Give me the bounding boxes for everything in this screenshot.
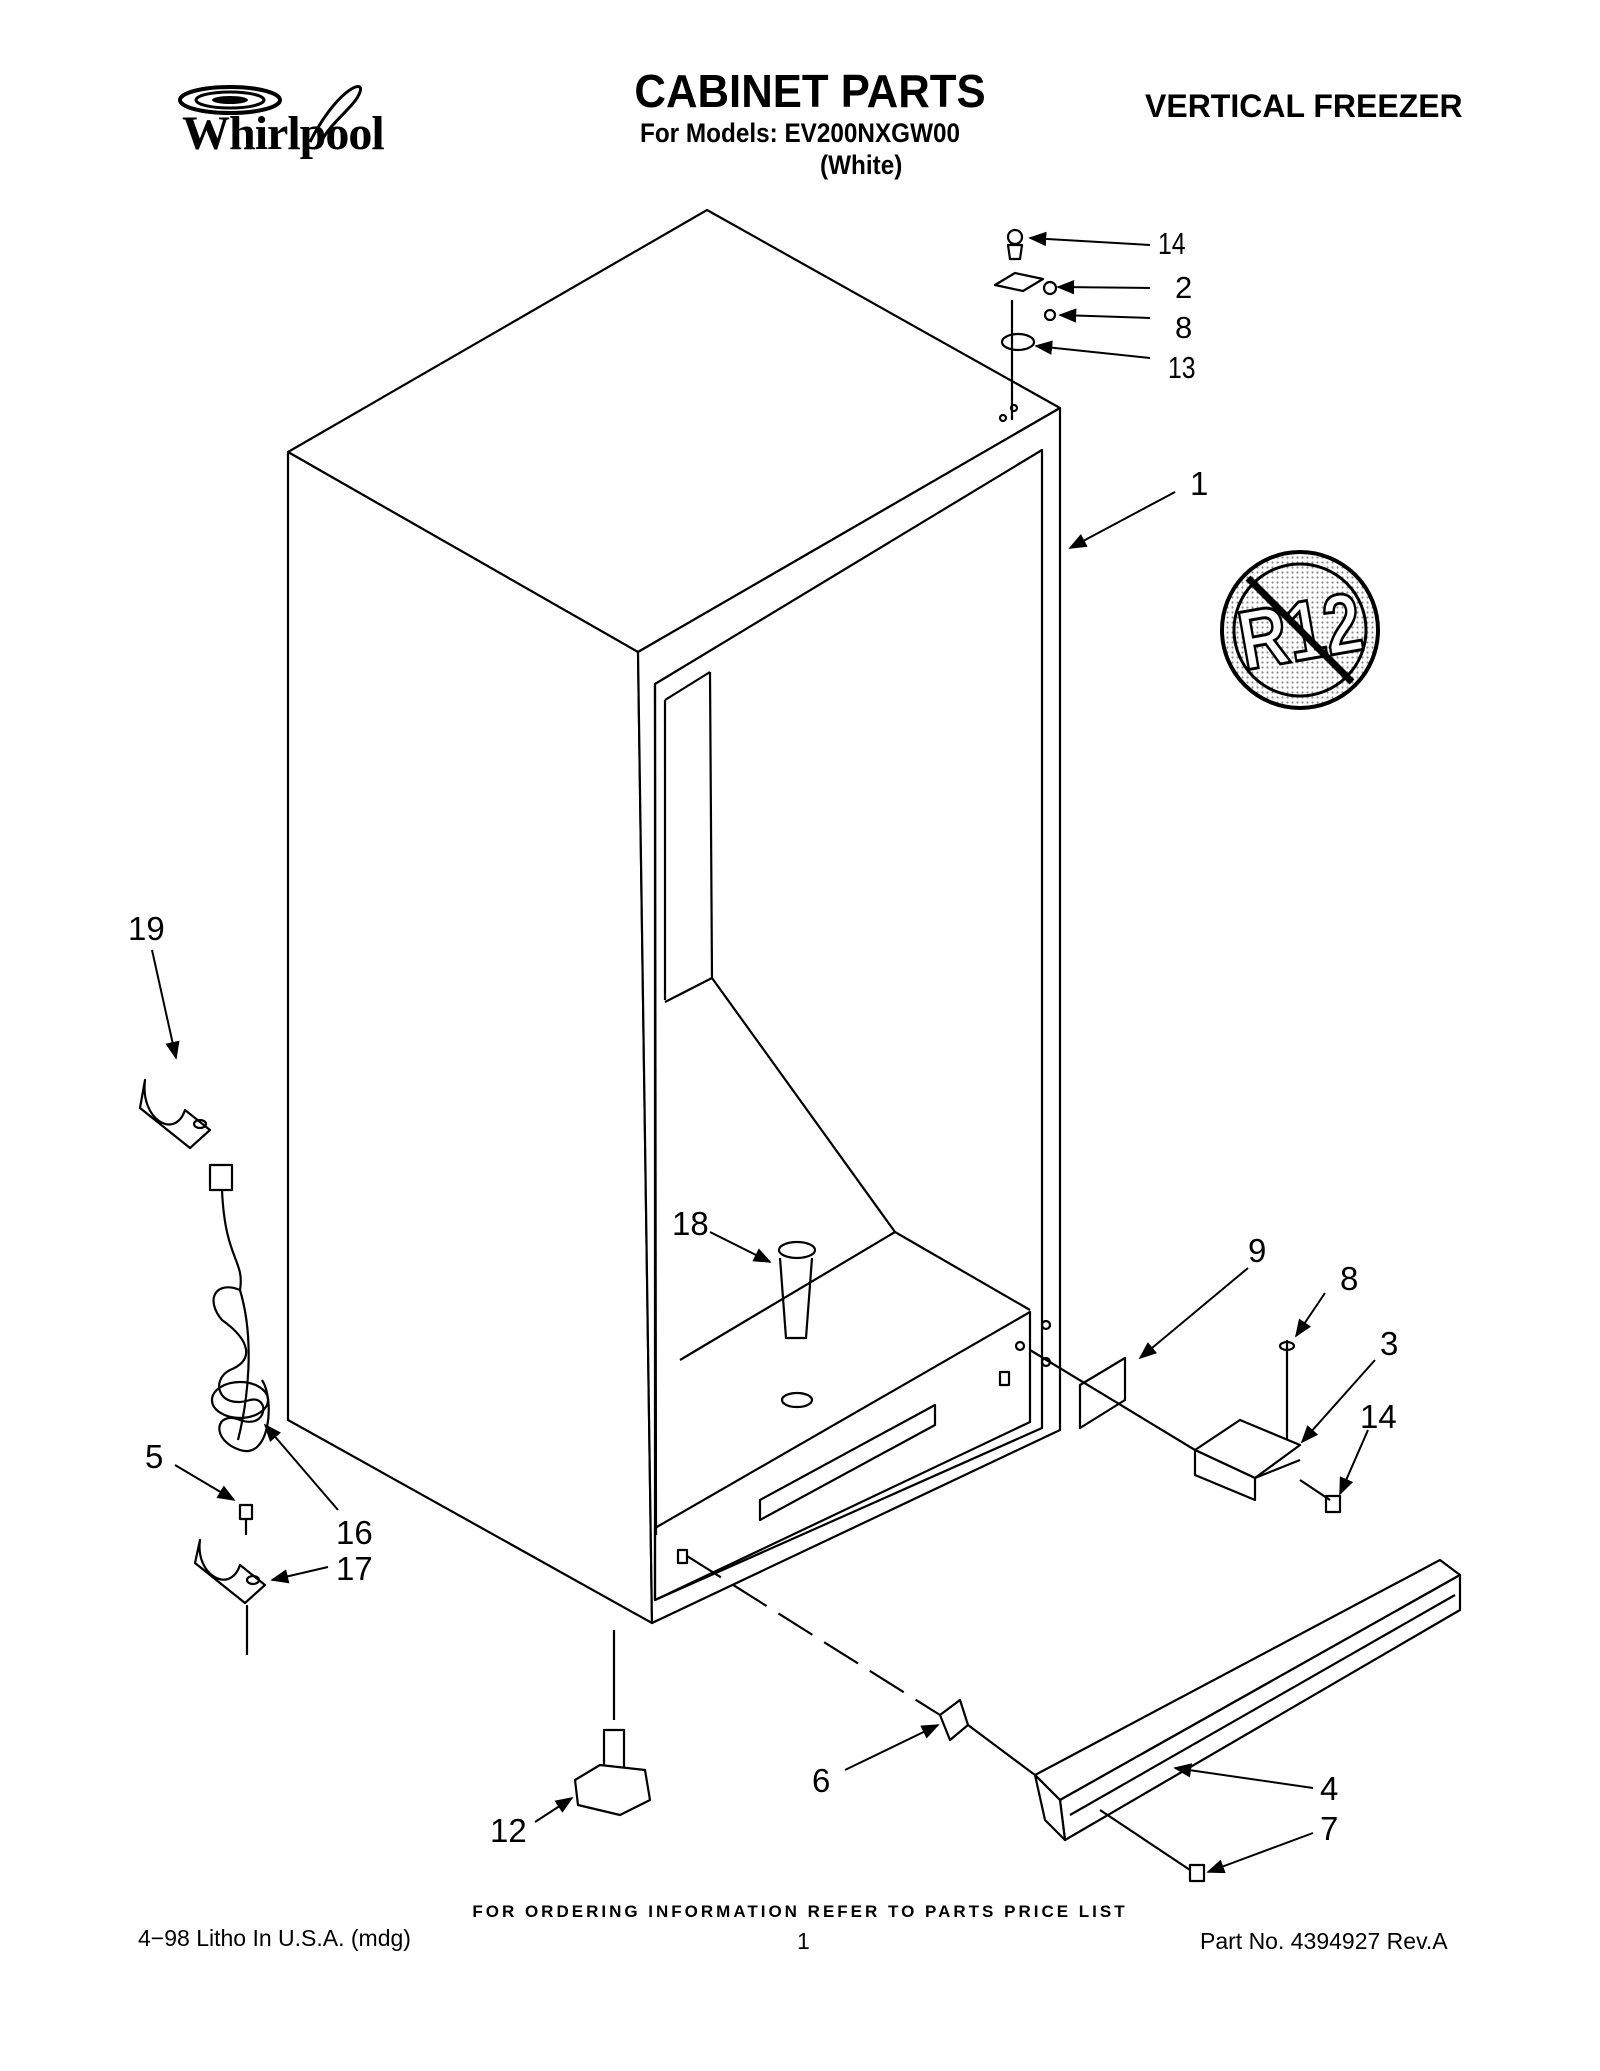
callout-3: 3 bbox=[1380, 1325, 1398, 1362]
callout-2: 2 bbox=[1175, 270, 1192, 305]
callout-17: 17 bbox=[336, 1550, 373, 1587]
bottom-hinge-assembly bbox=[1029, 1340, 1342, 1514]
callout-4: 4 bbox=[1320, 1770, 1338, 1807]
leveling-leg bbox=[573, 1630, 652, 1817]
brand-name: Whirlpool bbox=[182, 107, 385, 160]
cord-clamp-top bbox=[138, 1078, 212, 1150]
base-grille bbox=[1033, 1558, 1462, 1842]
color-variant: (White) bbox=[820, 150, 903, 180]
whirlpool-logo: Whirlpool bbox=[160, 72, 410, 172]
callout-8-right: 8 bbox=[1340, 1260, 1358, 1297]
callout-16: 16 bbox=[336, 1514, 373, 1551]
page-title: CABINET PARTS bbox=[634, 65, 986, 117]
litho-info: 4−98 Litho In U.S.A. (mdg) bbox=[138, 1925, 411, 1951]
drain-tube bbox=[777, 1240, 817, 1409]
callout-14-top: 14 bbox=[1158, 226, 1186, 260]
callout-19: 19 bbox=[128, 910, 165, 947]
whirlpool-swirl-icon bbox=[178, 85, 363, 145]
callout-8-top: 8 bbox=[1175, 310, 1192, 345]
ordering-note: FOR ORDERING INFORMATION REFER TO PARTS … bbox=[472, 1902, 1128, 1921]
callout-5: 5 bbox=[145, 1438, 163, 1475]
callout-18: 18 bbox=[672, 1205, 709, 1242]
callout-9: 9 bbox=[1248, 1232, 1266, 1269]
top-hinge-assembly bbox=[993, 228, 1058, 420]
part-number: Part No. 4394927 Rev.A bbox=[1200, 1928, 1448, 1954]
callout-12: 12 bbox=[490, 1812, 527, 1849]
callout-14-right: 14 bbox=[1360, 1398, 1397, 1435]
models-line: For Models: EV200NXGW00 bbox=[640, 118, 961, 148]
product-type: VERTICAL FREEZER bbox=[1145, 88, 1463, 124]
cord-clamp-bottom bbox=[193, 1503, 267, 1655]
leader-lines bbox=[151, 231, 1376, 1874]
no-r12-badge: R12 bbox=[1220, 550, 1380, 710]
page-number: 1 bbox=[797, 1928, 810, 1954]
cabinet-body bbox=[286, 208, 1062, 1625]
callout-13: 13 bbox=[1168, 350, 1196, 384]
power-cord bbox=[208, 1163, 270, 1453]
grille-clip bbox=[686, 1555, 1206, 1883]
callout-6: 6 bbox=[812, 1762, 830, 1799]
callout-7: 7 bbox=[1320, 1810, 1338, 1847]
callout-1: 1 bbox=[1190, 465, 1208, 502]
callout-labels: 14 2 8 13 1 19 18 9 8 3 14 5 16 17 6 4 7… bbox=[128, 226, 1398, 1849]
